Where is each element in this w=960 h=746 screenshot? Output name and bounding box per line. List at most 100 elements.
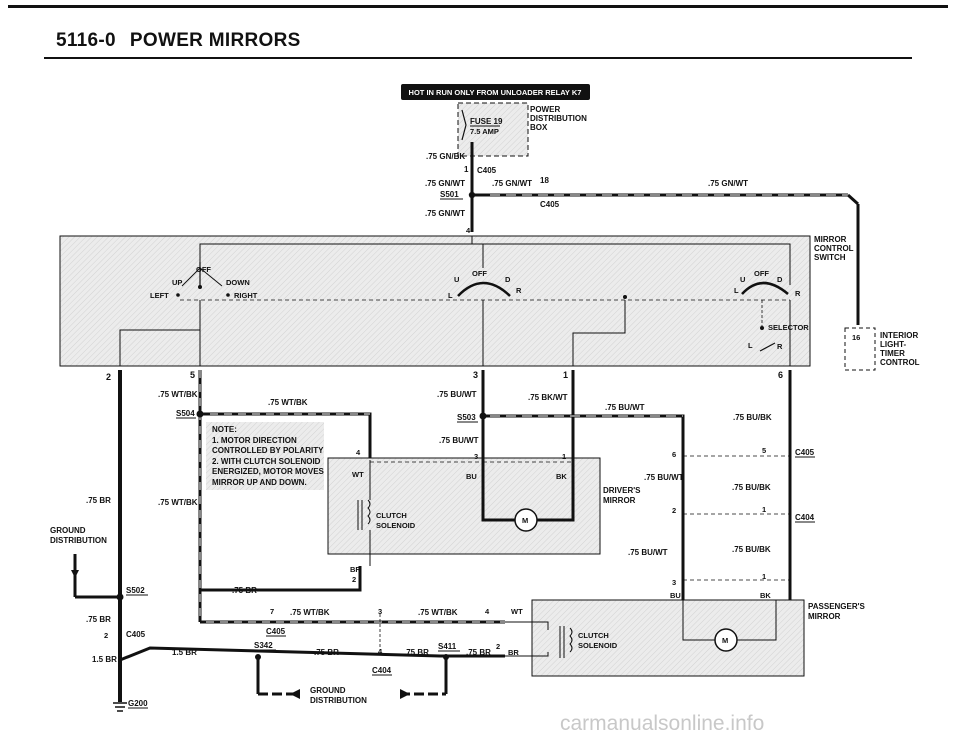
fuse-label: FUSE 19 — [470, 117, 503, 126]
pin-7-label: 7 — [270, 607, 274, 616]
mid-off: OFF — [472, 269, 487, 278]
right-r: R — [795, 289, 801, 298]
note-box — [206, 422, 324, 490]
ground-dist-label-2: DISTRIBUTION — [50, 536, 107, 545]
g200-label: G200 — [128, 699, 148, 708]
wire-75buwt-d: .75 BU/WT — [644, 473, 684, 482]
s504-label: S504 — [176, 409, 195, 418]
p-bk: BK — [760, 591, 771, 600]
ground-dist-label-1: GROUND — [50, 526, 86, 535]
wire-75gnwt-a: .75 GN/WT — [425, 179, 465, 188]
p-br-label: BR — [508, 648, 519, 657]
note-line-6: MIRROR UP AND DOWN. — [212, 478, 307, 487]
pin-3-b: 3 — [378, 607, 382, 616]
ground-g200-symbol — [113, 702, 127, 712]
wire-75wtbk-d: .75 WT/BK — [290, 608, 330, 617]
top-rule — [8, 5, 948, 8]
driver-clutch-coil — [367, 499, 371, 525]
switch-bus-right — [472, 243, 791, 285]
mid-switch-arc — [457, 281, 511, 297]
d-bk: BK — [556, 472, 567, 481]
d-pin-1: 1 — [562, 452, 566, 461]
s411-label: S411 — [438, 642, 457, 651]
note-line-2: 1. MOTOR DIRECTION — [212, 436, 297, 445]
left-switch-up — [181, 267, 201, 287]
passenger-clutch-label-2: SOLENOID — [578, 641, 618, 650]
drivers-mirror-label-2: MIRROR — [603, 496, 636, 505]
linkage-node — [623, 295, 627, 299]
right-u: U — [740, 275, 745, 284]
wire-gnwt-bend — [846, 193, 860, 206]
wire-75wtbk-a: .75 WT/BK — [158, 390, 198, 399]
d-pin-3: 3 — [474, 452, 478, 461]
section-number: 5116-0 — [56, 30, 116, 51]
wire-75bubk-a: .75 BU/BK — [733, 413, 772, 422]
ground-dist-b-arrow-r — [400, 689, 410, 699]
d-pin-2: 2 — [672, 506, 676, 515]
c405-b-label: C405 — [266, 627, 286, 636]
left-left: LEFT — [150, 291, 169, 300]
interior-label-3: TIMER — [880, 349, 905, 358]
title-rule — [44, 57, 912, 59]
passenger-motor-label: M — [722, 636, 728, 645]
power-dist-label-2: DISTRIBUTION — [530, 114, 587, 123]
selector-r: R — [777, 342, 783, 351]
ground-dist-arrow — [71, 570, 79, 578]
wire-75br-e: .75 BR — [466, 648, 491, 657]
left-off: OFF — [196, 265, 211, 274]
wire-75buwt-b: .75 BU/WT — [439, 436, 479, 445]
wire-15br-horiz — [119, 646, 505, 662]
selector-pivot — [760, 326, 764, 330]
wire-75br-d: .75 BR — [404, 648, 429, 657]
mirror-control-switch-box — [59, 235, 811, 367]
pin-2-l: 2 — [104, 631, 108, 640]
s502-label: S502 — [126, 586, 145, 595]
pin-4-top: 4 — [466, 226, 471, 235]
passengers-mirror-box — [531, 599, 805, 677]
wire-75buwt-a: .75 BU/WT — [437, 390, 477, 399]
ground-dist-b-arrow-l — [290, 689, 300, 699]
mid-r: R — [516, 286, 522, 295]
wire-75gnwt-d: .75 GN/WT — [708, 179, 748, 188]
right-off: OFF — [754, 269, 769, 278]
pin-4-c: 4 — [378, 647, 383, 656]
p-pin-3: 3 — [672, 578, 676, 587]
mid-l: L — [448, 291, 453, 300]
wire-75br-c: .75 BR — [314, 648, 339, 657]
passenger-clutch-coil — [569, 627, 573, 653]
s342-label: S342 — [254, 641, 273, 650]
note-line-4: 2. WITH CLUTCH SOLENOID — [212, 457, 321, 466]
d-pin-5: 5 — [762, 446, 766, 455]
passenger-clutch-label-1: CLUTCH — [578, 631, 609, 640]
left-up: UP — [172, 278, 182, 287]
c405-r-label: C405 — [795, 448, 815, 457]
passenger-motor-feed — [682, 600, 715, 641]
passenger-mirror-label-1: PASSENGER'S — [808, 602, 866, 611]
splice-s502 — [116, 593, 124, 601]
wire-15br-b: 1.5 BR — [172, 648, 197, 657]
wire-bkwt-from-motor — [537, 370, 575, 522]
sw-pin-6: 6 — [778, 370, 783, 380]
note-line-5: ENERGIZED, MOTOR MOVES — [212, 467, 325, 476]
s501-label: S501 — [440, 190, 459, 199]
wire-75gnwt-b: .75 GN/WT — [425, 209, 465, 218]
driver-motor-label: M — [522, 516, 528, 525]
sw-pin-1: 1 — [563, 370, 568, 380]
wire-75bubk-c: .75 BU/BK — [732, 545, 771, 554]
wire-75br-b: .75 BR — [86, 615, 111, 624]
passenger-mirror-label-2: MIRROR — [808, 612, 841, 621]
pin-1-label: 1 — [464, 165, 469, 174]
wire-75wtbk-c: .75 WT/BK — [268, 398, 308, 407]
fuse-amp-label: 7.5 AMP — [470, 127, 499, 136]
left-right: RIGHT — [234, 291, 258, 300]
right-switch-arc — [741, 281, 789, 295]
trace-pin1 — [572, 300, 626, 366]
mirror-control-label-1: MIRROR — [814, 235, 847, 244]
pin-16-label: 16 — [852, 333, 860, 342]
left-contact-1 — [176, 293, 180, 297]
sw-pin-3: 3 — [473, 370, 478, 380]
pin-4-b: 4 — [485, 607, 490, 616]
c405-l-label: C405 — [126, 630, 146, 639]
right-l: L — [734, 286, 739, 295]
